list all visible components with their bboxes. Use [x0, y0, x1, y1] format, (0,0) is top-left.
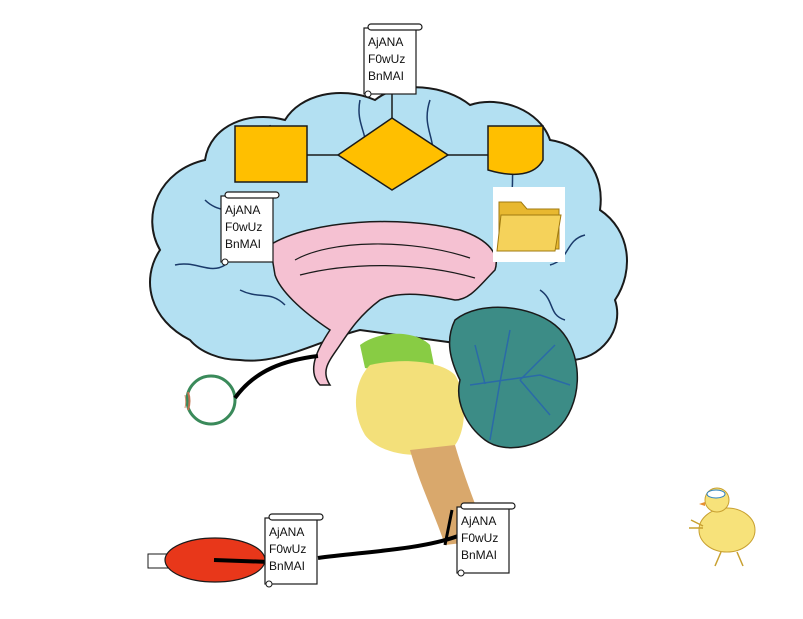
flowchart-decision-diamond[interactable] [336, 117, 450, 191]
corpus-inner-line [299, 265, 476, 279]
pons [355, 361, 465, 455]
muscle-icon [147, 537, 271, 583]
scroll-left-line-1: AjANA [225, 203, 260, 217]
scroll-left-line-3: BnMAI [225, 237, 261, 251]
flowchart-document-shape[interactable] [487, 125, 544, 176]
folder-icon[interactable] [493, 187, 565, 262]
cerebrum-sulcus [539, 289, 566, 321]
chick-icon [689, 487, 756, 567]
flowchart-connectors [307, 92, 488, 156]
scroll-note-bottom-right[interactable]: AjANA F0wUz BnMAI [456, 502, 516, 577]
cerebrum-sulcus [549, 234, 586, 266]
flowchart-process-box[interactable] [234, 125, 308, 183]
cerebellum-veins [469, 329, 571, 441]
cerebellum [448, 306, 578, 449]
corpus-shape [269, 220, 497, 386]
scroll-note-bottom-left[interactable]: AjANA F0wUz BnMAI [264, 513, 324, 588]
eye-icon [184, 374, 237, 426]
scroll-bottom-right-line-1: AjANA [461, 514, 496, 528]
motor-nerve-line [317, 534, 459, 560]
scroll-left-line-2: F0wUz [225, 220, 262, 234]
scroll-top-line-2: F0wUz [368, 52, 405, 66]
brainstem-connector [443, 509, 454, 546]
scroll-top-line-1: AjANA [368, 35, 403, 49]
cerebrum-sulcus [174, 263, 226, 270]
cerebrum-sulcus [239, 289, 286, 306]
scroll-bottom-left-line-3: BnMAI [269, 559, 305, 573]
corpus-inner-line [294, 243, 471, 261]
scroll-top-line-3: BnMAI [368, 69, 404, 83]
scroll-bottom-right-line-2: F0wUz [461, 531, 498, 545]
optic-nerve-line [233, 354, 319, 400]
cerebellum-shape [448, 306, 578, 449]
scroll-bottom-left-line-1: AjANA [269, 525, 304, 539]
scroll-bottom-right-line-3: BnMAI [461, 548, 497, 562]
scroll-bottom-left-line-2: F0wUz [269, 542, 306, 556]
scroll-note-left[interactable]: AjANA F0wUz BnMAI [220, 191, 280, 266]
scroll-note-top[interactable]: AjANA F0wUz BnMAI [363, 23, 423, 98]
corpus-callosum [269, 220, 497, 386]
